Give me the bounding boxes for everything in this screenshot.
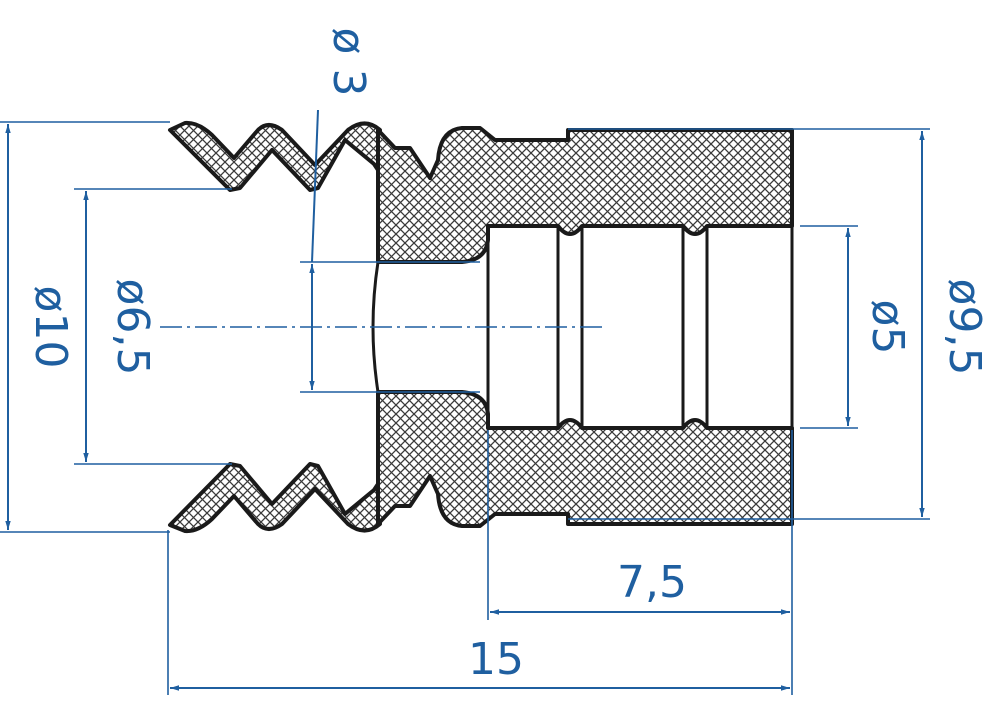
dimension-labels: ø 3 ø10 ø6,5 ø5 ø9,5 7,5 15 [25,28,990,685]
lower-body [376,390,794,528]
lower-bellows [168,462,382,534]
dim-label-7-5: 7,5 [617,557,687,608]
dim-label-d3: ø 3 [323,28,374,97]
dim-line-d3-leader [311,109,319,263]
dim-label-d9-5: ø9,5 [939,279,990,376]
part-section [168,120,794,534]
dim-label-d5: ø5 [862,300,913,355]
extension-lines [0,121,930,695]
upper-body [376,126,794,264]
dim-label-d6-5: ø6,5 [107,279,158,376]
dim-label-d10: ø10 [25,286,76,369]
bore-walls [371,226,794,428]
dimension-lines [5,109,925,691]
dim-label-15: 15 [468,634,524,685]
upper-bellows [168,120,382,192]
